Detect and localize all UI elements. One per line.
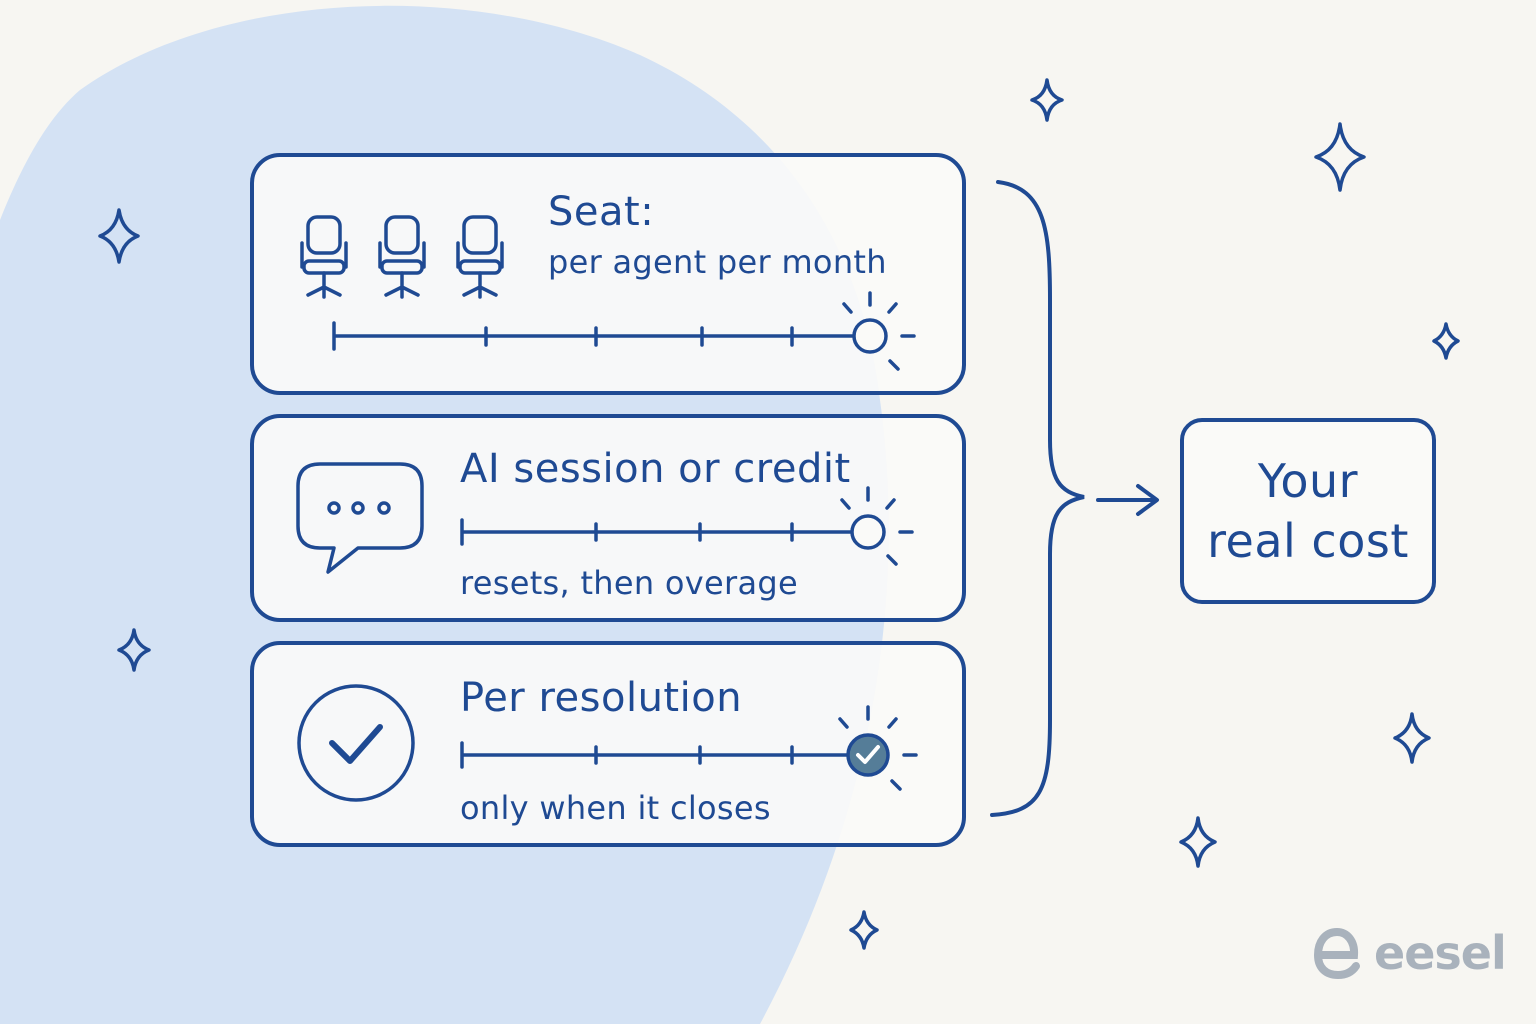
sparkle-icon — [1432, 322, 1460, 360]
ai-session-card-subtitle: resets, then overage — [460, 564, 798, 602]
chat-bubble-icon — [296, 462, 424, 574]
sparkle-icon — [1179, 816, 1217, 868]
per-resolution-card-subtitle: only when it closes — [460, 789, 771, 827]
curly-brace — [990, 180, 1085, 817]
arrow-right-icon — [1096, 484, 1159, 516]
eesel-brand: eesel — [1312, 925, 1507, 981]
sparkle-icon — [1030, 78, 1064, 122]
sparkle-icon — [117, 628, 151, 672]
usage-slider-track — [460, 518, 854, 546]
office-chair-icon — [456, 215, 504, 299]
ai-session-card-title: AI session or credit — [460, 446, 851, 492]
sparkle-icon — [849, 910, 879, 950]
office-chair-icon — [300, 215, 348, 299]
check-circle-icon — [297, 684, 415, 802]
eesel-logo-icon — [1313, 927, 1360, 980]
seat-card-subtitle: per agent per month — [548, 243, 887, 281]
real-cost-label: Your real cost — [1207, 454, 1409, 568]
checked-slider-knob — [846, 733, 890, 777]
slider-knob — [850, 514, 886, 550]
sparkle-icon — [1314, 122, 1366, 192]
sparkle-icon — [1393, 712, 1431, 764]
usage-slider-track — [460, 741, 852, 769]
brand-name: eesel — [1374, 926, 1507, 980]
glow-rays-icon — [842, 291, 916, 371]
seat-pricing-card: Seat: per agent per month — [250, 153, 966, 395]
glow-rays-icon — [838, 705, 918, 791]
seat-card-graphics — [300, 215, 916, 371]
glow-rays-icon — [840, 486, 914, 566]
slider-knob — [852, 318, 888, 354]
office-chair-icon — [378, 215, 426, 299]
ai-session-card-graphics — [296, 462, 914, 574]
seat-card-title: Seat: — [548, 189, 655, 235]
per-resolution-card-title: Per resolution — [460, 675, 743, 721]
real-cost-box: Your real cost — [1180, 418, 1436, 604]
usage-slider-track — [332, 321, 856, 351]
per-resolution-pricing-card: Per resolution only when it closes — [250, 641, 966, 847]
ai-session-pricing-card: AI session or credit resets, then overag… — [250, 414, 966, 622]
per-resolution-card-graphics — [297, 684, 918, 802]
sparkle-icon — [98, 208, 140, 264]
